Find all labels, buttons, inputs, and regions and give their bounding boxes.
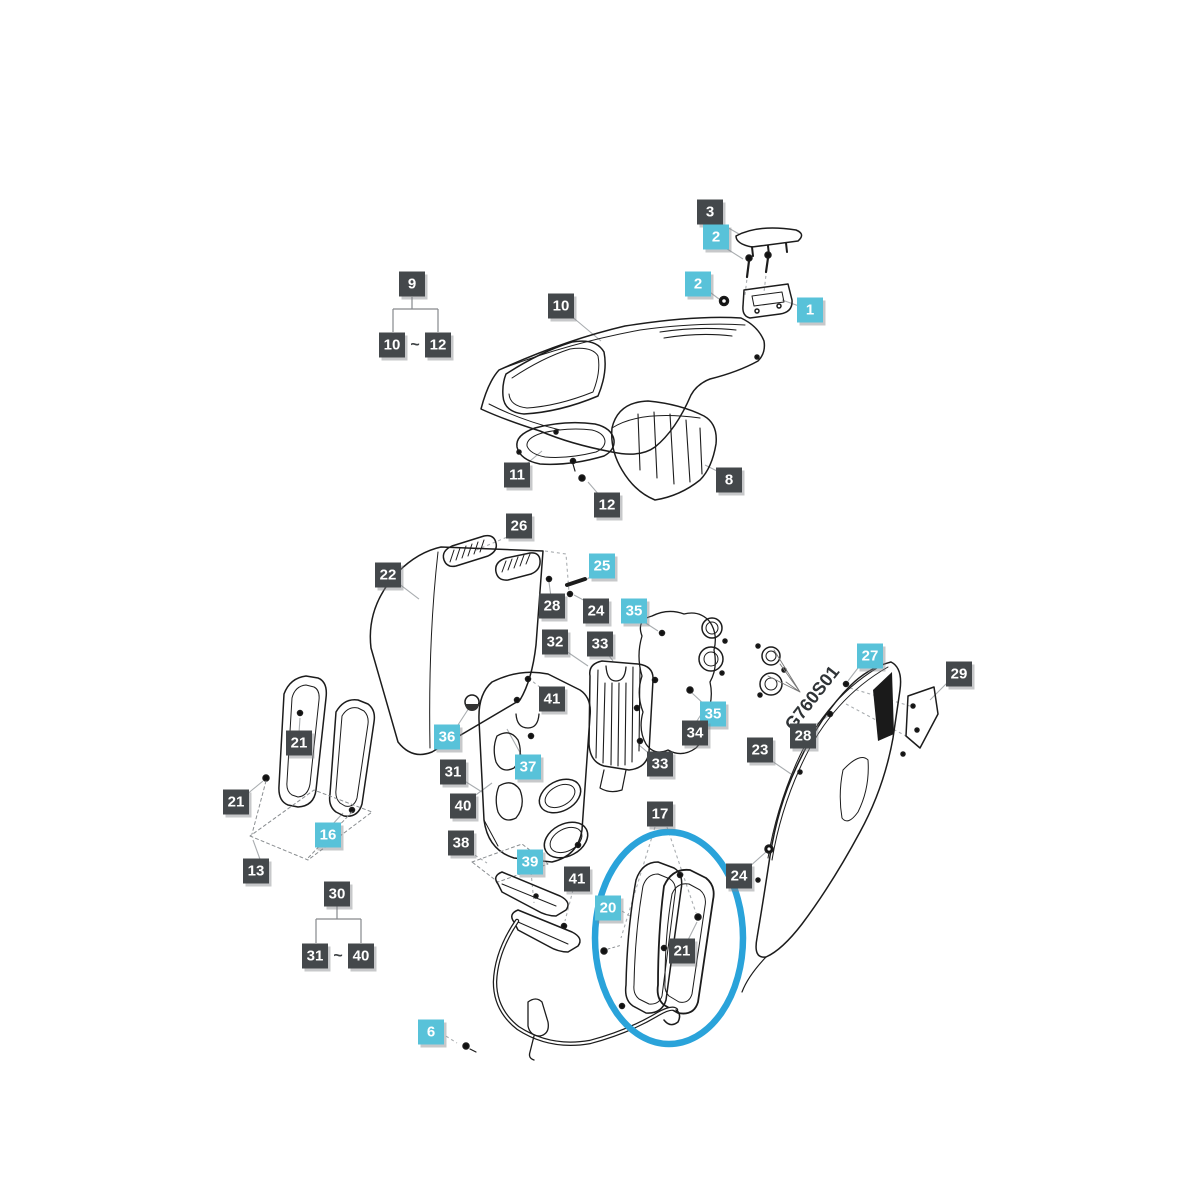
part-label-39[interactable]: 39 [517,849,543,875]
part-label-28-a[interactable]: 28 [539,593,565,619]
part-label-6[interactable]: 6 [418,1019,444,1045]
part-label-24-b[interactable]: 24 [726,863,752,889]
part-label-28-b[interactable]: 28 [790,723,816,749]
part-label-41-b[interactable]: 41 [564,866,590,892]
part-label-35-a[interactable]: 35 [621,598,647,624]
part-label-22[interactable]: 22 [375,562,401,588]
group-bracket-30 [315,906,362,943]
side-trim-panel-29 [900,686,939,757]
front-grille-panel [610,400,717,501]
group-bracket-9 [392,297,439,332]
part-label-16[interactable]: 16 [315,822,341,848]
part-label-23[interactable]: 23 [747,737,773,763]
emblem-bracket-assembly [718,227,803,319]
part-label-32[interactable]: 32 [542,629,568,655]
headlamp-left-pair [698,617,728,676]
part-label-25[interactable]: 25 [589,553,615,579]
part-label-9[interactable]: 9 [399,271,425,297]
lower-valance-strips [471,841,582,953]
part-label-11[interactable]: 11 [504,462,530,488]
part-label-21-b[interactable]: 21 [223,789,249,815]
front-center-panel [464,671,592,863]
part-label-10[interactable]: 10 [548,293,574,319]
part-label-21-a[interactable]: 21 [286,730,312,756]
headlamp-right-pair [755,643,801,698]
range-tilde-2: ~ [333,947,343,965]
part-label-40-range[interactable]: 40 [348,943,374,969]
part-label-1[interactable]: 1 [797,297,823,323]
part-label-31-a[interactable]: 31 [440,759,466,785]
right-side-panel [741,661,902,993]
part-label-12-range[interactable]: 12 [425,332,451,358]
part-label-2-b[interactable]: 2 [685,271,711,297]
part-label-2-a[interactable]: 2 [703,224,729,250]
release-cable [462,918,681,1061]
part-label-34[interactable]: 34 [682,720,708,746]
part-label-27[interactable]: 27 [857,643,883,669]
part-label-17[interactable]: 17 [647,801,673,827]
part-label-33-b[interactable]: 33 [647,751,673,777]
grille-mesh [588,660,654,793]
left-gasket-frames [249,675,376,861]
part-label-20[interactable]: 20 [595,895,621,921]
highlight-ring [591,828,747,1048]
part-label-36[interactable]: 36 [434,724,460,750]
part-label-41-a[interactable]: 41 [539,686,565,712]
part-label-8[interactable]: 8 [716,467,742,493]
part-label-33-a[interactable]: 33 [587,631,613,657]
part-label-29[interactable]: 29 [946,661,972,687]
highlighted-gasket-frames [600,861,715,1015]
part-label-40-a[interactable]: 40 [450,793,476,819]
part-label-30[interactable]: 30 [324,881,350,907]
range-tilde-1: ~ [410,336,420,354]
part-label-31-range[interactable]: 31 [302,943,328,969]
hinge-hardware [545,575,587,598]
part-label-38[interactable]: 38 [448,830,474,856]
hood-front-rim [516,421,615,482]
part-label-3[interactable]: 3 [697,199,723,225]
part-label-13[interactable]: 13 [243,858,269,884]
part-label-12[interactable]: 12 [594,492,620,518]
part-label-24-a[interactable]: 24 [583,598,609,624]
part-label-10-range[interactable]: 10 [379,332,405,358]
part-label-21-c[interactable]: 21 [669,938,695,964]
part-label-37[interactable]: 37 [515,754,541,780]
part-label-26[interactable]: 26 [506,513,532,539]
